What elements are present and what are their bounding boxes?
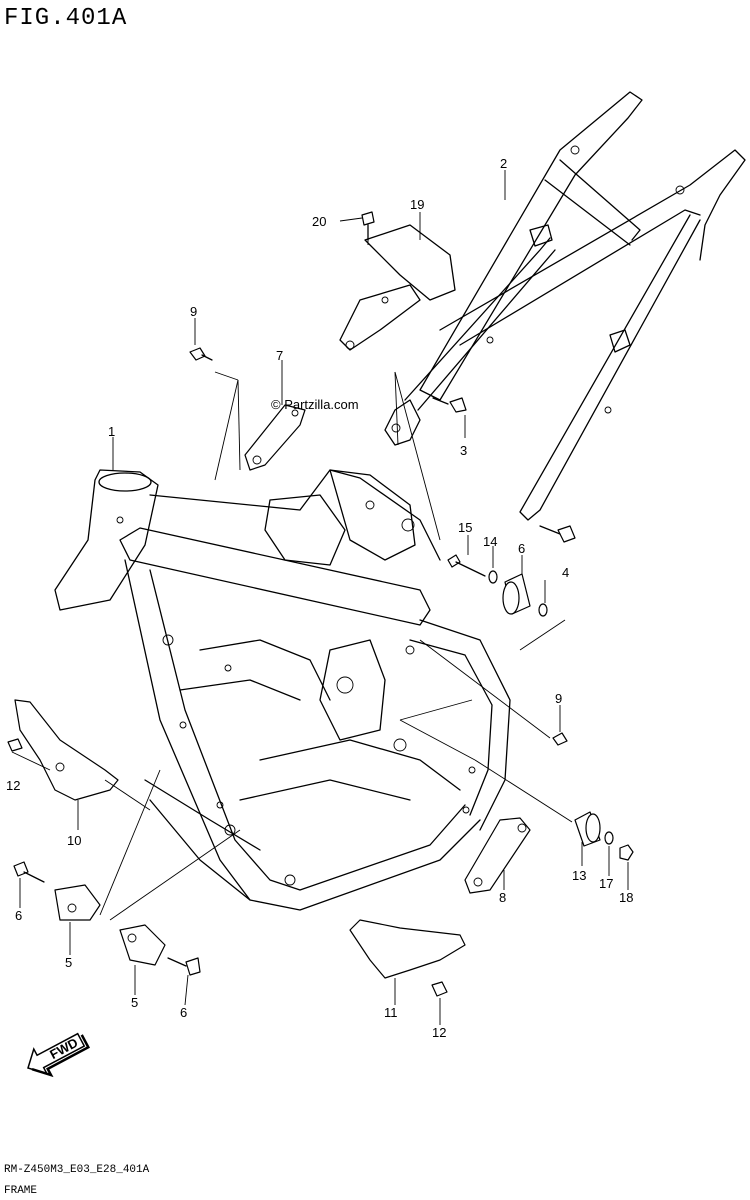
frame-guard-10[interactable]	[7, 699, 119, 801]
bolt-15[interactable]	[447, 554, 486, 577]
plate-5-right[interactable]	[119, 924, 201, 976]
engine-mount-8[interactable]	[464, 817, 531, 894]
callout-5-left[interactable]: 5	[65, 955, 72, 970]
callout-13[interactable]: 13	[572, 868, 586, 883]
callout-14[interactable]: 14	[483, 534, 497, 549]
callout-12-left[interactable]: 12	[6, 778, 20, 793]
nut-18[interactable]	[619, 844, 634, 861]
callout-5-right[interactable]: 5	[131, 995, 138, 1010]
sub-frame-drawing	[384, 91, 746, 521]
main-frame-drawing	[54, 469, 511, 911]
leader-lines	[11, 170, 629, 1025]
plate-5-left[interactable]	[13, 861, 101, 921]
bushing-16[interactable]	[502, 573, 531, 615]
callout-3[interactable]: 3	[460, 443, 467, 458]
callout-9-lower[interactable]: 9	[555, 691, 562, 706]
callout-4[interactable]: 4	[562, 565, 569, 580]
bolt-upper-right[interactable]	[539, 525, 576, 543]
callout-7[interactable]: 7	[276, 348, 283, 363]
washer-14[interactable]	[488, 570, 498, 584]
bolt-3[interactable]	[432, 397, 467, 413]
callout-9-upper[interactable]: 9	[190, 304, 197, 319]
callout-6-left[interactable]: 6	[15, 908, 22, 923]
bushing-13[interactable]	[574, 811, 601, 847]
section-name: FRAME	[4, 1185, 37, 1197]
callout-11[interactable]: 11	[384, 1005, 398, 1020]
callout-6-bushing[interactable]: 6	[518, 541, 525, 556]
callout-1[interactable]: 1	[108, 424, 115, 439]
bolt-20[interactable]	[361, 211, 375, 241]
callout-12-right[interactable]: 12	[432, 1025, 446, 1040]
callout-20[interactable]: 20	[312, 214, 326, 229]
washer-4[interactable]	[538, 603, 548, 617]
fwd-arrow-icon: FWD	[27, 1032, 91, 1078]
fwd-label: FWD	[47, 1035, 80, 1062]
washer-17[interactable]	[604, 831, 614, 845]
callout-8[interactable]: 8	[499, 890, 506, 905]
callout-15[interactable]: 15	[458, 520, 472, 535]
callout-10[interactable]: 10	[67, 833, 81, 848]
callout-2[interactable]: 2	[500, 156, 507, 171]
callout-6-right[interactable]: 6	[180, 1005, 187, 1020]
model-code: RM-Z450M3_E03_E28_401A	[4, 1164, 150, 1176]
bolt-9-upper[interactable]	[189, 347, 213, 361]
callout-labels: 1 2 3 4 5 5 6 6 6 7 8 9 9 10 11 12 12 13…	[6, 156, 633, 1040]
callout-17[interactable]: 17	[599, 876, 613, 891]
bracket-19-drawing	[339, 218, 456, 351]
callout-18[interactable]: 18	[619, 890, 633, 905]
bolt-9-lower[interactable]	[552, 732, 568, 746]
watermark: © Partzilla.com	[271, 397, 359, 412]
engine-mount-7[interactable]	[244, 404, 306, 471]
figure-title: FIG.401A	[4, 5, 127, 32]
callout-19[interactable]: 19	[410, 197, 424, 212]
frame-guard-11[interactable]	[349, 919, 466, 997]
